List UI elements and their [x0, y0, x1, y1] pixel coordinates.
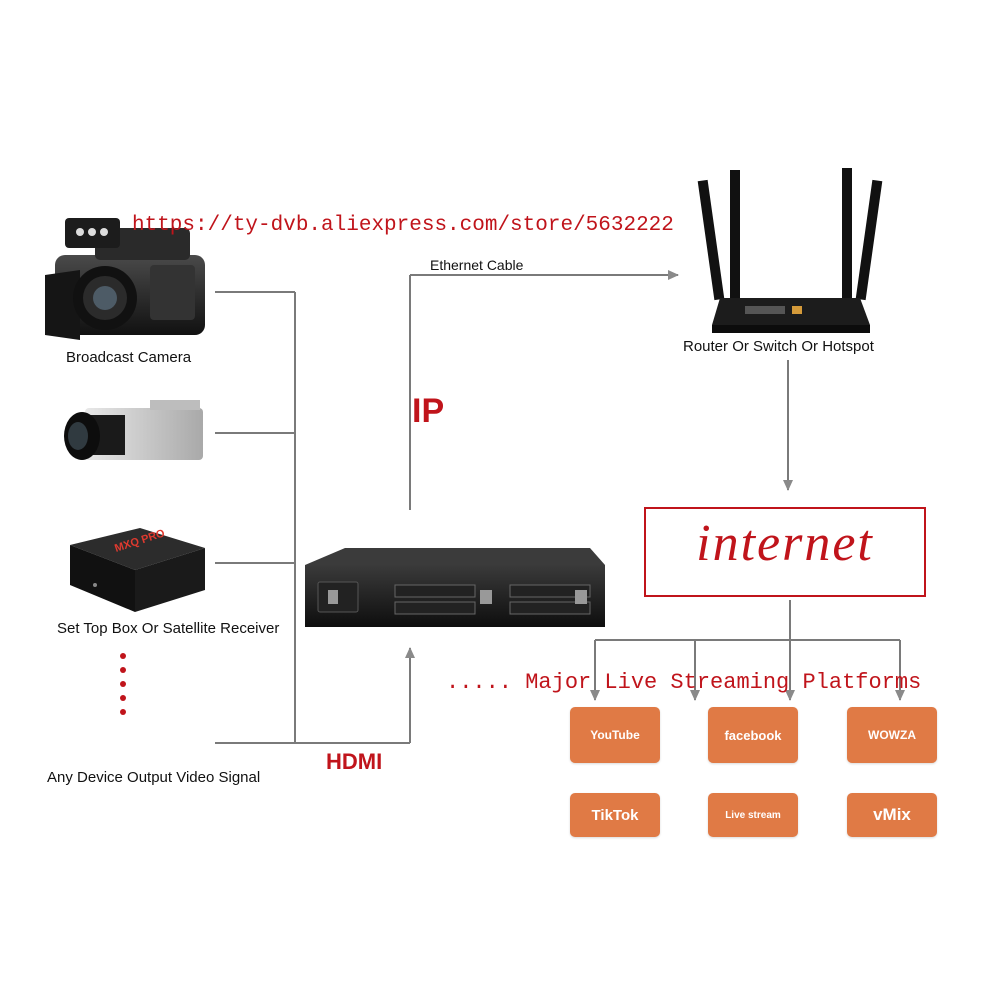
router-icon	[697, 168, 883, 333]
ethernet-cable-label: Ethernet Cable	[430, 257, 524, 273]
platform-tile-youtube: YouTube	[570, 707, 660, 763]
security-camera-icon	[64, 400, 203, 460]
any-device-label: Any Device Output Video Signal	[47, 769, 261, 786]
broadcast-camera-icon	[45, 218, 205, 340]
set-top-box-icon	[70, 528, 205, 612]
platform-tile-vmix: vMix	[847, 793, 937, 837]
ellipsis-dots	[120, 653, 126, 715]
hdmi-label: HDMI	[326, 749, 383, 774]
platform-tile-facebook: facebook	[708, 707, 798, 763]
set-top-box-label: Set Top Box Or Satellite Receiver	[57, 620, 280, 637]
router-label: Router Or Switch Or Hotspot	[683, 338, 874, 355]
platform-tile-wowza: WOWZA	[847, 707, 937, 763]
watermark-url: https://ty-dvb.aliexpress.com/store/5632…	[132, 214, 674, 237]
platform-tile-live-stream: Live stream	[708, 793, 798, 837]
source-connector-lines	[215, 270, 905, 744]
camera-label: Broadcast Camera	[66, 349, 192, 366]
internet-label: internet	[696, 515, 874, 572]
internet-box	[644, 507, 926, 597]
platform-tile-tiktok: TikTok	[570, 793, 660, 837]
ip-label: IP	[412, 392, 445, 430]
encoder-device-icon	[305, 548, 605, 627]
platforms-heading: ..... Major Live Streaming Platforms	[446, 670, 922, 695]
